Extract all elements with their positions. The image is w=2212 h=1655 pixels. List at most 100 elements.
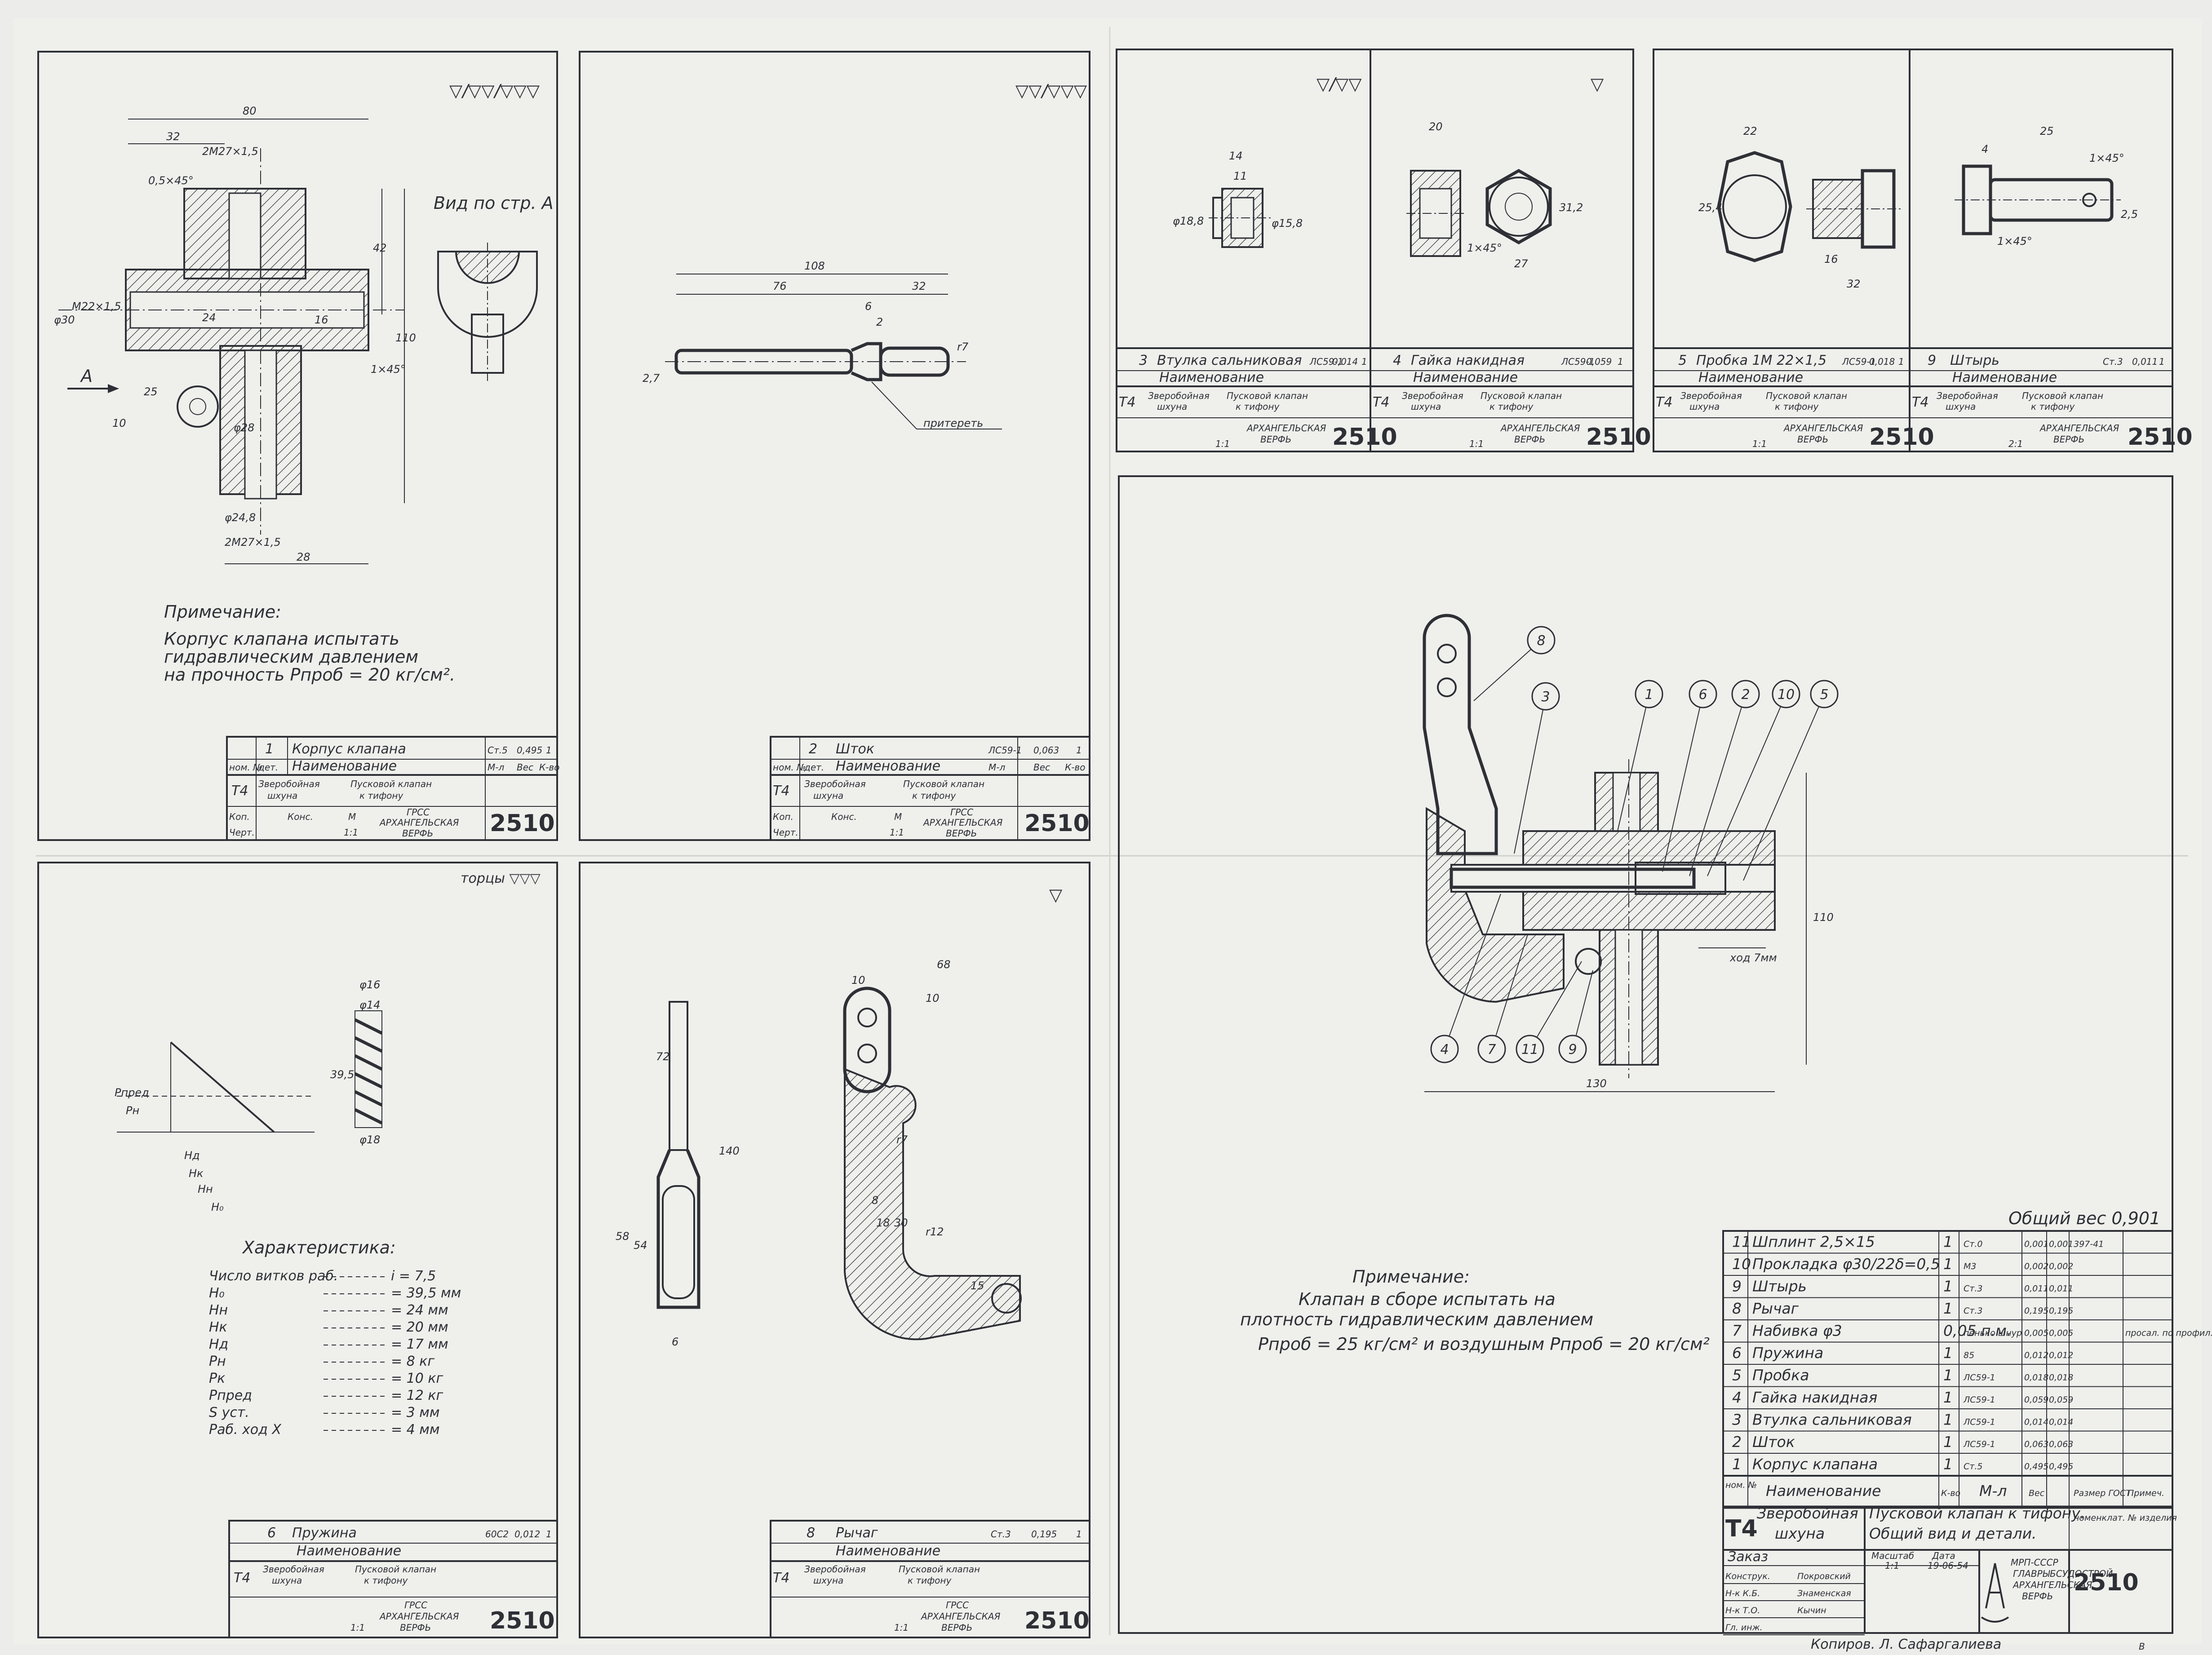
svg-text:2М27×1,5: 2М27×1,5 [202, 145, 258, 158]
tb-weight: 0,011 [2132, 356, 2158, 367]
bom-cell-qty: 1 [1943, 1389, 1953, 1406]
bom-cell-mat: 85 [1964, 1350, 1974, 1360]
svg-text:φ14: φ14 [359, 999, 380, 1011]
tb-sheet-number: 2510 [1024, 1607, 1090, 1634]
tb-mat: ЛС59-1 [1561, 356, 1595, 367]
corner-stamp: В [2139, 1641, 2145, 1652]
tb-h: М-л [989, 762, 1005, 773]
bom-cell-w1: 0,005 [2024, 1328, 2048, 1338]
tb-weight: 0,195 [1031, 1529, 1057, 1540]
bom-cell-pos: 7 [1732, 1322, 1742, 1340]
tb-vessel: Зверобойная [804, 779, 866, 789]
bom-cell-qty: 1 [1943, 1278, 1953, 1295]
tb-product: Пусковой клапан [1227, 390, 1308, 401]
bom-cell-qty: 1 [1943, 1300, 1953, 1317]
callout-leader [1514, 696, 1546, 854]
bom-cell-name: Гайка накидная [1752, 1389, 1877, 1406]
svg-text:H₀: H₀ [211, 1201, 224, 1213]
svg-text:Hд: Hд [184, 1149, 200, 1162]
bom-order: Заказ [1728, 1549, 1768, 1565]
tb-h: ном. № [773, 762, 806, 773]
svg-text:М22×1,5: М22×1,5 [72, 300, 121, 313]
svg-text:8: 8 [872, 1194, 878, 1207]
bom-cell-pos: 8 [1732, 1300, 1742, 1317]
svg-text:2,7: 2,7 [643, 372, 660, 385]
bom-cell-w2: 0,012 [2049, 1350, 2073, 1360]
tb-h: Наименование [292, 758, 397, 774]
tb-name: Штырь [1950, 353, 1999, 368]
tb-h: дет. [804, 762, 824, 773]
bom-header: К-во [1941, 1488, 1960, 1498]
tb-vessel: шхуна [1411, 401, 1441, 412]
role-signature: Знаменская [1797, 1589, 1851, 1598]
svg-text:15: 15 [971, 1279, 984, 1292]
note-title: Примечание: [1352, 1267, 1470, 1287]
svg-text:2: 2 [876, 316, 883, 328]
bom-cell-w1: 0,063 [2024, 1439, 2048, 1449]
char-title: Характеристика: [242, 1238, 396, 1257]
tb-sheet-number: 2510 [2128, 424, 2193, 451]
panel-parts-3-4: ▽/▽▽ ▽ 14 11 φ18,8 φ15,8 20 27 1×45° 31,… [1116, 49, 1651, 452]
note-line: плотность гидравлическим давлением [1240, 1310, 1593, 1329]
stroke-label: ход 7мм [1729, 951, 1777, 964]
bom-scale: 1:1 [1885, 1560, 1899, 1571]
roughness-mark: ▽ [1591, 74, 1604, 94]
dim-width: 130 [1586, 1077, 1607, 1090]
svg-text:φ28: φ28 [234, 421, 254, 434]
svg-text:2М27×1,5: 2М27×1,5 [225, 536, 281, 549]
tb-name: Втулка сальниковая [1157, 353, 1302, 368]
tb-num: 5 [1678, 353, 1687, 368]
tb-mat: ЛС59-1 [1309, 356, 1343, 367]
svg-text:2,5: 2,5 [2121, 208, 2138, 221]
callout-bubble [1516, 1035, 1544, 1063]
callout-bubble [1635, 680, 1663, 708]
callout-number: 4 [1440, 1042, 1449, 1058]
callout-leader [1444, 894, 1501, 1049]
svg-text:φ30: φ30 [54, 314, 75, 326]
tb-vessel: шхуна [1946, 401, 1976, 412]
tb-row: Коп. [773, 811, 793, 822]
assembly-drawing: 130 110 ход 7мм [1423, 614, 1834, 1092]
tb-product: Пусковой клапан [355, 1564, 436, 1575]
svg-text:16: 16 [315, 314, 328, 326]
svg-text:0,5×45°: 0,5×45° [148, 174, 194, 187]
tb-product: Пусковой клапан [899, 1564, 980, 1575]
svg-text:6: 6 [672, 1336, 678, 1348]
title-block: 5 Пробка 1М 22×1,5 ЛС59-1 0,018 1 9 Штыр… [1653, 347, 2193, 452]
bom-cell-name: Пробка [1752, 1367, 1809, 1384]
char-value: = 3 мм [391, 1405, 440, 1420]
roughness-mark: ▽▽/▽▽▽ [1015, 81, 1087, 101]
role-label: Конструк. [1725, 1571, 1770, 1581]
char-value: = 10 кг [391, 1371, 443, 1386]
char-key: Hд [209, 1336, 228, 1352]
tb-h: Наименование [1698, 370, 1803, 385]
bom-cell-name: Рычаг [1752, 1300, 1799, 1317]
callout-leader [1707, 694, 1786, 876]
bom-ministry: МРП-СССР [2011, 1557, 2058, 1568]
tb-org: ВЕРФЬ [941, 1622, 972, 1633]
note-line: Клапан в сборе испытать на [1299, 1289, 1556, 1309]
bom-nomencl: номенклат. № изделия [2074, 1513, 2177, 1523]
tb-sheet-number: 2510 [1332, 424, 1397, 451]
tb-qty: 1 [546, 745, 552, 756]
panel-part-2: ▽▽/▽▽▽ 108 76 32 6 2 r7 2,7 притереть [579, 51, 1090, 841]
tb-code: Т4 [773, 783, 789, 799]
svg-text:1×45°: 1×45° [2089, 152, 2124, 164]
svg-text:10: 10 [851, 974, 865, 987]
callout-number: 8 [1537, 633, 1545, 649]
tb-name: Пробка 1М 22×1,5 [1696, 353, 1826, 368]
svg-text:25: 25 [2040, 125, 2054, 137]
bom-cell-w2: 0,011 [2049, 1284, 2073, 1294]
role-label: Н-к К.Б. [1725, 1589, 1760, 1598]
tb-num: 9 [1928, 353, 1936, 368]
bom-cell-pos: 6 [1732, 1344, 1742, 1362]
char-value: = 12 кг [391, 1388, 443, 1403]
svg-text:11: 11 [1233, 170, 1247, 182]
char-key: Pк [209, 1371, 225, 1386]
panel-parts-5-9: 22 25,4 32 16 25 4 1×45° 2,5 1×45° 5 Про… [1653, 49, 2193, 452]
bom-cell-pos: 1 [1732, 1456, 1742, 1473]
svg-text:6: 6 [865, 300, 872, 313]
tb-sheet-number: 2510 [1586, 424, 1651, 451]
tb-sheet-number: 2510 [490, 810, 555, 837]
bom-cell-w2: 0,059 [2049, 1395, 2073, 1405]
